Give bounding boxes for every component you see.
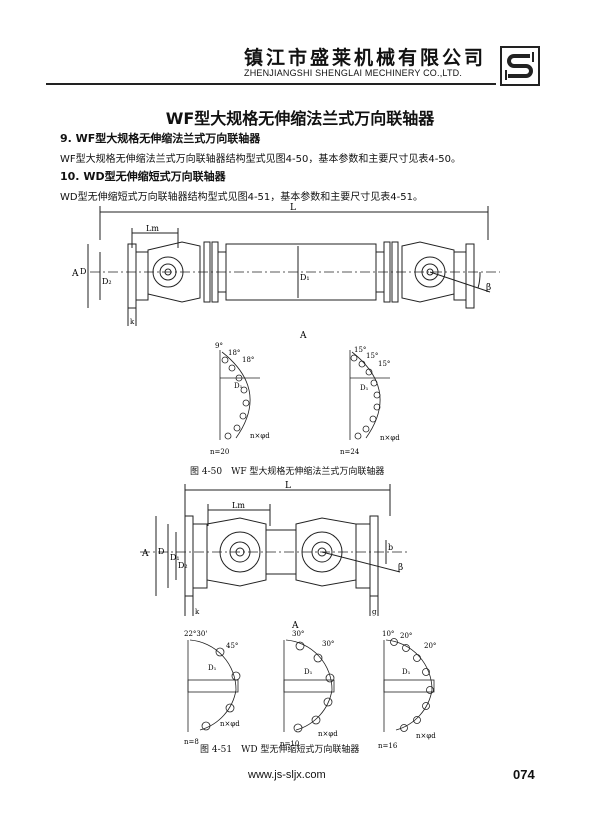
section-heading-10: 10. WD型无伸缩短式万向联轴器: [60, 170, 226, 183]
fig1-label-k: k: [130, 318, 135, 326]
fig1-d1-angle-2: 18°: [228, 349, 240, 357]
section-heading-9: 9. WF型大规格无伸缩法兰式万向联轴器: [60, 132, 261, 145]
fig2-label-D: D: [158, 547, 164, 556]
fig2-d2-angle-2: 30°: [322, 640, 334, 648]
fig1-label-A: A: [71, 269, 79, 279]
page-title: WF型大规格无伸缩法兰式万向联轴器: [165, 109, 435, 128]
fig1-d1-angle-3: 18°: [242, 356, 254, 364]
fig1-label-L: L: [290, 203, 296, 213]
fig1-d1-holes: n×φd: [250, 432, 270, 440]
fig2-label-k: k: [195, 608, 200, 616]
fig2-label-b: b: [388, 543, 393, 552]
page-number: 074: [513, 767, 535, 782]
fig1-label-Lm: Lm: [146, 224, 159, 233]
company-name-cn: 镇江市盛莱机械有限公司: [244, 47, 487, 69]
figure-4-51-caption: 图 4-51 WD 型无伸缩短式万向联轴器: [200, 745, 360, 755]
fig2-label-g: g: [372, 608, 377, 616]
fig1-d2-angle-3: 15°: [378, 360, 390, 368]
fig2-d2-holes: n×φd: [318, 730, 338, 738]
fig1-label-D1: D₁: [300, 273, 310, 282]
fig1-d2-holes: n×φd: [380, 434, 400, 442]
company-logo-icon: [500, 46, 540, 86]
fig2-d3-angle-1: 10°: [382, 630, 394, 638]
fig1-label-D2: D₂: [102, 277, 112, 286]
fig2-label-D2: D₂: [178, 561, 188, 570]
fig1-label-A-view: A: [299, 331, 307, 341]
fig1-d2-n: n=24: [340, 448, 360, 456]
fig2-d3-holes: n×φd: [416, 732, 436, 740]
fig1-d2-D1: D₁: [360, 384, 369, 392]
fig2-d3-angle-3: 20°: [424, 642, 436, 650]
fig1-d1-D1: D₁: [234, 382, 243, 390]
fig2-d1-angle-2: 45°: [226, 642, 238, 650]
fig2-label-A-view: A: [291, 621, 299, 631]
fig2-label-beta: β: [398, 563, 403, 573]
fig2-label-Lm: Lm: [232, 501, 245, 510]
fig2-d2-D1: D₁: [304, 668, 313, 676]
fig2-d3-n: n=16: [378, 742, 398, 750]
header-divider: [46, 83, 496, 85]
fig2-label-L: L: [285, 481, 291, 491]
fig1-label-D: D: [80, 267, 86, 276]
fig2-d1-angle-1: 22°30': [184, 630, 207, 638]
figure-4-50-caption: 图 4-50 WF 型大规格无伸缩法兰式万向联轴器: [190, 467, 385, 477]
fig2-d2-n: n=10: [280, 740, 299, 748]
fig2-d2-angle-1: 30°: [292, 630, 304, 638]
fig2-d3-D1: D₁: [402, 668, 411, 676]
fig1-label-beta: β: [486, 283, 491, 293]
fig2-d1-D1: D₁: [208, 664, 217, 672]
fig1-d1-angle-1: 9°: [215, 342, 223, 350]
fig2-d1-n: n=8: [184, 738, 199, 746]
fig1-d2-angle-1: 15°: [354, 346, 366, 354]
fig1-d2-angle-2: 15°: [366, 352, 378, 360]
company-name-en: ZHENJIANGSHI SHENGLAI MECHINERY CO.,LTD.: [244, 68, 463, 78]
section-text-10: WD型无伸缩短式万向联轴器结构型式见图4-51，基本参数和主要尺寸见表4-51。: [60, 192, 423, 203]
section-text-9: WF型大规格无伸缩法兰式万向联轴器结构型式见图4-50，基本参数和主要尺寸见表4…: [60, 154, 462, 165]
footer-website[interactable]: www.js-sljx.com: [248, 769, 326, 781]
figure-4-50-drawing: L Lm A D D₂ D₁ k β A 9° 18° 18° D₁ n×φd …: [71, 203, 500, 456]
fig2-d3-angle-2: 20°: [400, 632, 412, 640]
figure-4-51-drawing: L Lm A D D₁ D₂ b g k β A 22°30' 45° D₁ n…: [140, 481, 436, 750]
fig2-label-D1: D₁: [170, 553, 180, 562]
fig2-d1-holes: n×φd: [220, 720, 240, 728]
fig2-label-A: A: [141, 549, 149, 559]
fig1-d1-n: n=20: [210, 448, 229, 456]
